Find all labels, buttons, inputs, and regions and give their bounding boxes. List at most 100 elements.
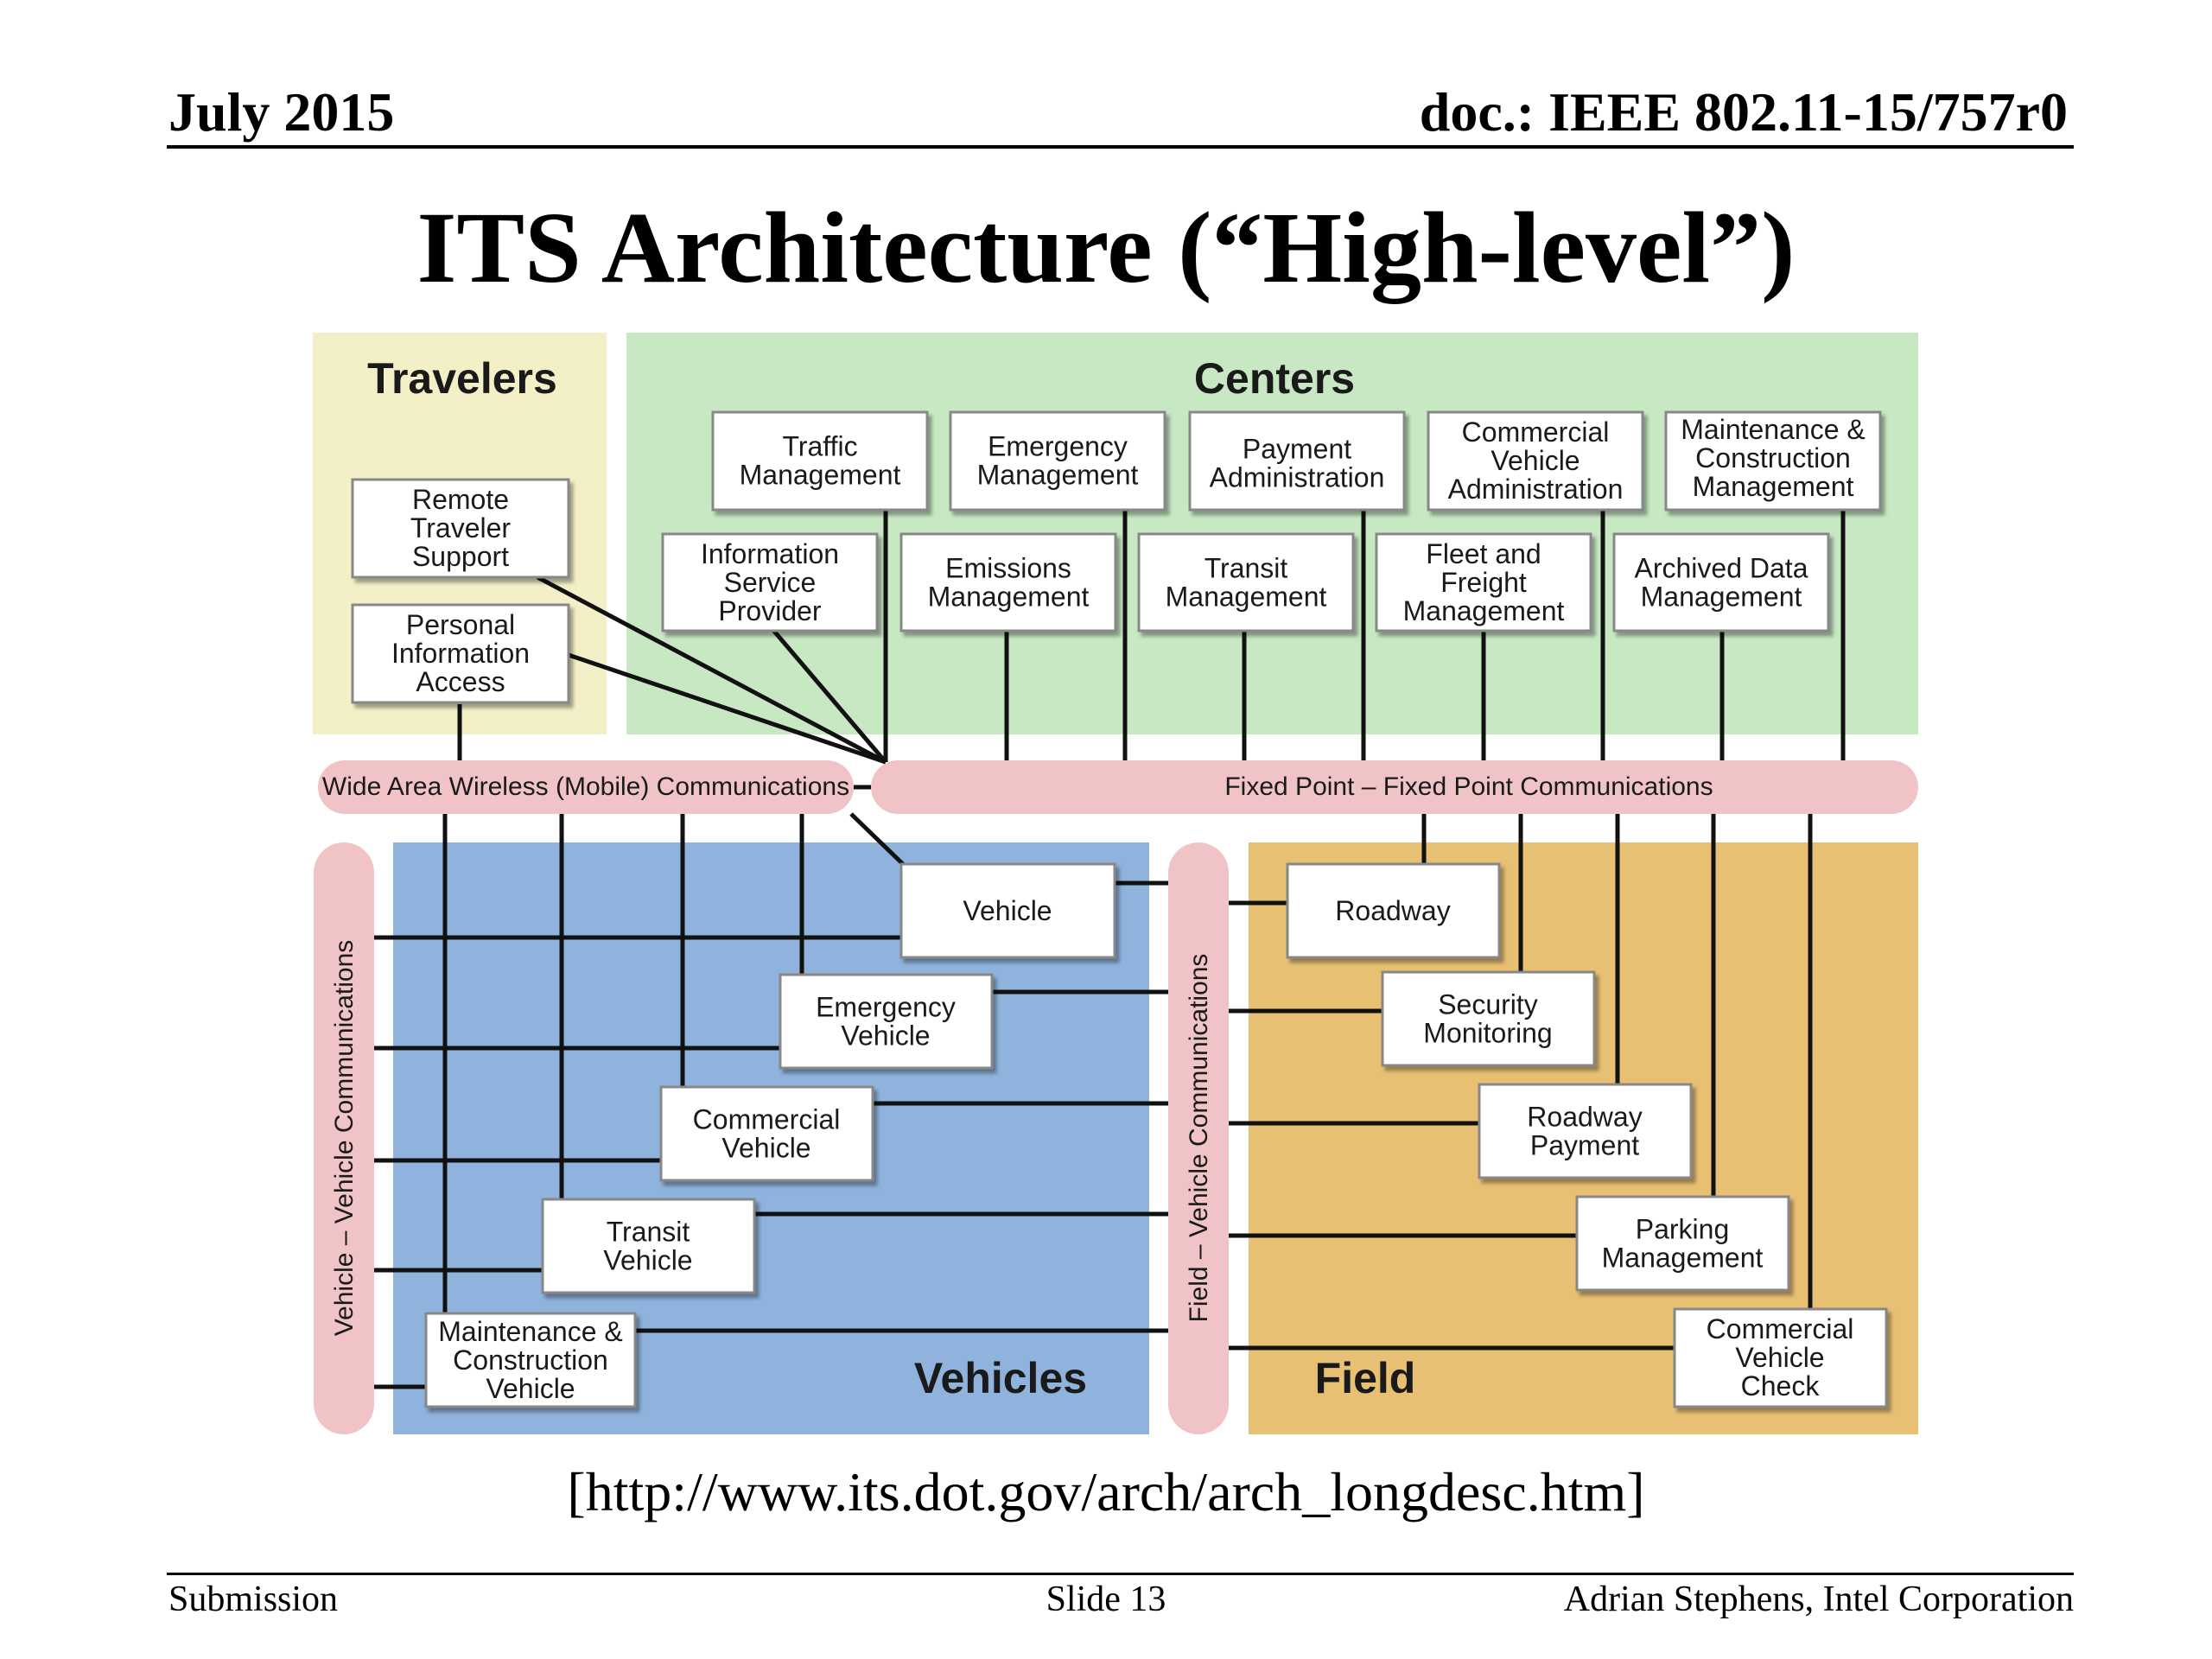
svg-text:Vehicle: Vehicle xyxy=(963,895,1052,926)
header-doc-id: doc.: IEEE 802.11-15/757r0 xyxy=(1419,81,2068,143)
box-label-line: Vehicle xyxy=(841,1020,930,1052)
box-label-line: Management xyxy=(1693,471,1854,502)
box-label-line: Transit xyxy=(607,1217,690,1248)
field-label: Field xyxy=(1315,1354,1416,1402)
box-label-line: Security xyxy=(1438,989,1538,1020)
box-label-line: Information xyxy=(701,538,839,569)
box-label-line: Management xyxy=(928,582,1090,613)
box-label-line: Construction xyxy=(453,1344,608,1376)
box-label-line: Construction xyxy=(1695,442,1851,474)
box-label-line: Vehicle xyxy=(963,895,1052,926)
box-label-line: Vehicle xyxy=(486,1373,575,1404)
box-label-line: Service xyxy=(724,567,817,598)
box-label-line: Management xyxy=(1641,582,1802,613)
box-label-line: Management xyxy=(1403,595,1565,626)
box-label-line: Management xyxy=(1166,582,1327,613)
header-date: July 2015 xyxy=(168,81,395,143)
box-label-line: Payment xyxy=(1243,434,1351,465)
footer-slide-number: Slide 13 xyxy=(1046,1580,1166,1619)
box-label-line: Vehicle xyxy=(603,1245,692,1276)
box-label-line: Freight xyxy=(1440,567,1527,598)
field-vehicle-bus-label: Field – Vehicle Communications xyxy=(1185,954,1213,1323)
box-label-line: Commercial xyxy=(1462,416,1610,448)
slide-title: ITS Architecture (“High-level”) xyxy=(416,191,1796,304)
source-link[interactable]: [http://www.its.dot.gov/arch/arch_longde… xyxy=(567,1461,1645,1522)
vehicle-box-vehicle: Vehicle xyxy=(899,862,1116,959)
vehicle-vehicle-bus xyxy=(314,842,374,1434)
box-label-line: Monitoring xyxy=(1423,1018,1552,1049)
vehicle-vehicle-bus-label: Vehicle – Vehicle Communications xyxy=(330,940,359,1337)
box-label-line: Management xyxy=(977,460,1139,491)
travelers-label: Travelers xyxy=(367,354,557,403)
box-label-line: Archived Data xyxy=(1635,553,1808,584)
box-label-line: Management xyxy=(1602,1243,1764,1274)
vehicles-label: Vehicles xyxy=(914,1354,1087,1402)
box-label-line: Support xyxy=(412,541,509,572)
box-label-line: Access xyxy=(416,666,505,697)
box-label-line: Provider xyxy=(718,595,822,626)
box-label-line: Emissions xyxy=(945,553,1071,584)
box-label-line: Emergency xyxy=(988,431,1128,462)
wide-area-bus-label: Wide Area Wireless (Mobile) Communicatio… xyxy=(322,772,849,801)
box-label-line: Fleet and xyxy=(1426,538,1541,569)
box-label-line: Roadway xyxy=(1335,895,1450,926)
box-label-line: Vehicle xyxy=(1491,445,1580,476)
box-label-line: Payment xyxy=(1530,1130,1639,1161)
centers-label: Centers xyxy=(1194,354,1355,403)
footer-rule xyxy=(167,1573,2074,1575)
box-label-line: Commercial xyxy=(1707,1313,1854,1344)
box-label-line: Information xyxy=(391,638,530,669)
connector-lines xyxy=(374,510,1846,1389)
box-label-line: Roadway xyxy=(1527,1102,1642,1133)
box-label-line: Transit xyxy=(1205,553,1288,584)
field-vehicle-bus xyxy=(1168,842,1229,1434)
box-label-line: Emergency xyxy=(816,992,956,1023)
box-label-line: Vehicle xyxy=(721,1133,810,1164)
box-label-line: Vehicle xyxy=(1735,1342,1824,1373)
fixed-point-bus xyxy=(871,760,1918,814)
box-label-line: Traveler xyxy=(410,512,512,543)
footer-submission: Submission xyxy=(168,1580,339,1619)
wide-area-bus xyxy=(318,760,854,814)
footer-author: Adrian Stephens, Intel Corporation xyxy=(1563,1580,2074,1619)
box-label-line: Maintenance & xyxy=(438,1316,622,1347)
box-label-line: Maintenance & xyxy=(1681,414,1865,445)
box-label-line: Remote xyxy=(412,484,509,515)
